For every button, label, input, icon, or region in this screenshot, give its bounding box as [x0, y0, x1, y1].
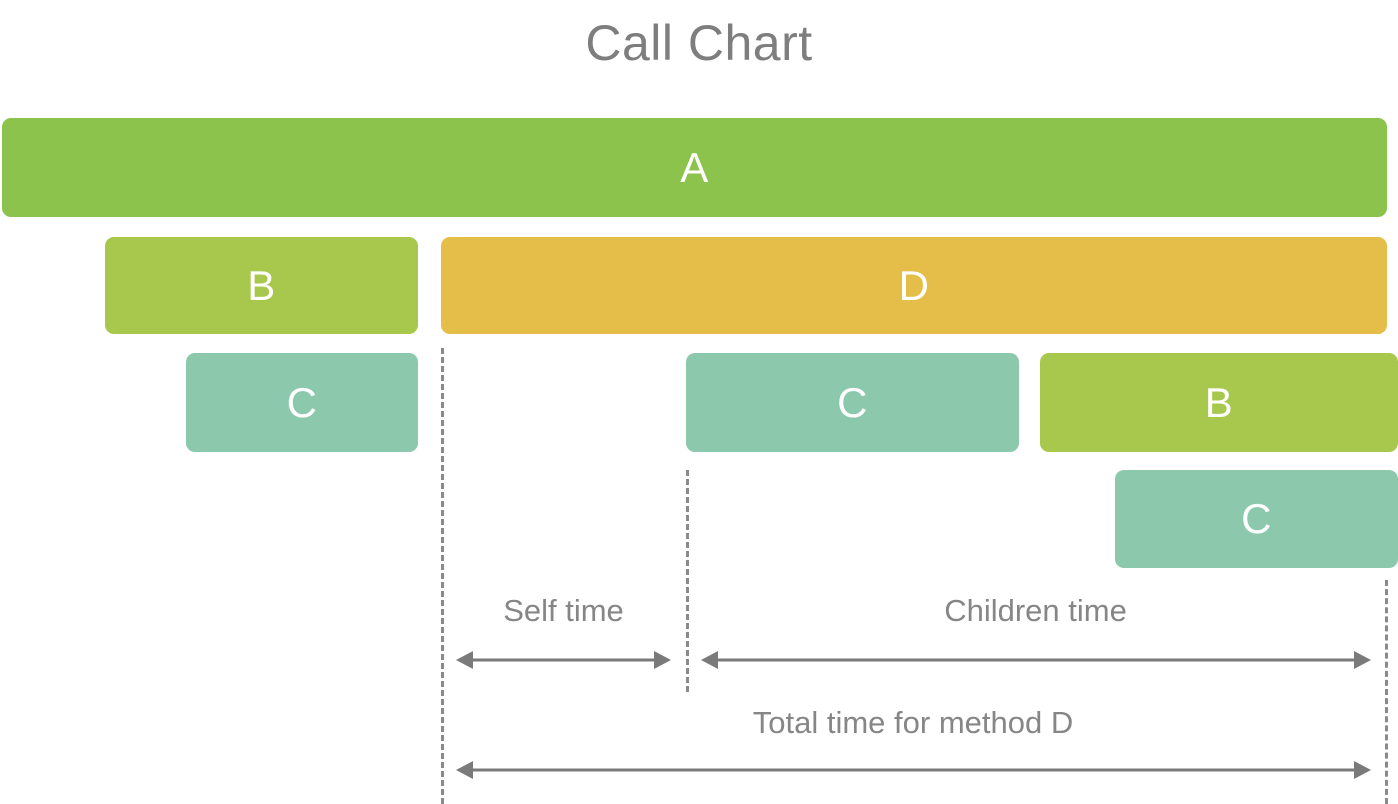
page-title: Call Chart: [585, 15, 813, 71]
measure-arrow-children-time: [701, 649, 1371, 671]
flame-bar-b-depth-1[interactable]: B: [105, 237, 418, 334]
measure-arrow-self-time: [456, 649, 671, 671]
flame-bar-label: C: [837, 378, 868, 426]
flame-bar-c-depth-3[interactable]: C: [1115, 470, 1398, 568]
flame-bar-b-depth-2[interactable]: B: [1040, 353, 1398, 452]
measure-arrow-total-time-for-method-d: [456, 759, 1371, 781]
measure-label-self-time: Self time: [503, 593, 624, 628]
flame-bar-c-depth-2[interactable]: C: [186, 353, 418, 452]
measure-label-total-time-for-method-d: Total time for method D: [752, 705, 1074, 740]
flame-bar-label: B: [1204, 378, 1234, 426]
measure-label-children-time: Children time: [944, 593, 1127, 628]
flame-bar-label: C: [1241, 495, 1272, 542]
dashed-guide-line-children-start: [686, 470, 689, 692]
dashed-guide-line-d-start: [441, 348, 444, 804]
flame-bar-label: B: [247, 261, 276, 309]
flame-bar-label: D: [898, 261, 930, 309]
flame-bar-a-depth-0[interactable]: A: [2, 118, 1387, 217]
flame-bar-label: A: [680, 143, 709, 191]
flame-bar-label: C: [286, 378, 318, 426]
flame-bar-c-depth-2[interactable]: C: [686, 353, 1019, 452]
flame-bar-d-depth-1[interactable]: D: [441, 237, 1387, 334]
dashed-guide-line-d-end: [1385, 580, 1388, 804]
